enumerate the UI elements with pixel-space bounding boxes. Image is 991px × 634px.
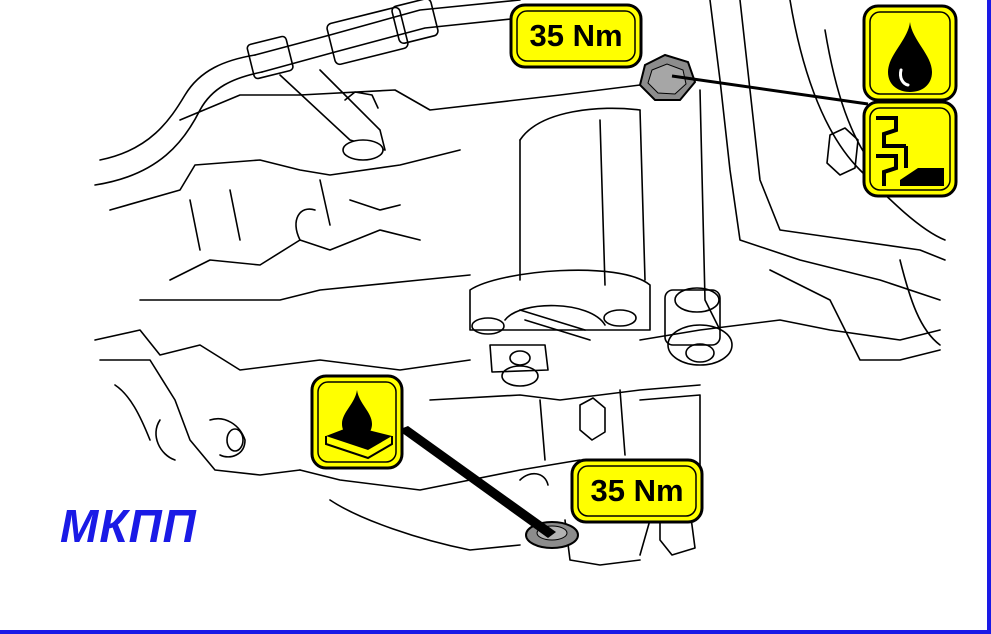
oil-level-icon <box>862 100 958 198</box>
gearbox-housing <box>94 0 946 566</box>
filler-torque-callout: 35 Nm <box>509 3 643 69</box>
drain-leader-line <box>398 426 556 538</box>
transmission-type-caption: МКПП <box>60 500 197 552</box>
oil-drop-icon <box>862 4 958 102</box>
filler-torque-label: 35 Nm <box>529 18 622 53</box>
filler-leader-line <box>671 74 869 106</box>
drain-torque-callout: 35 Nm <box>570 458 704 524</box>
drain-torque-label: 35 Nm <box>590 473 683 508</box>
oil-drain-icon <box>310 374 404 470</box>
filler-plug <box>638 53 697 101</box>
